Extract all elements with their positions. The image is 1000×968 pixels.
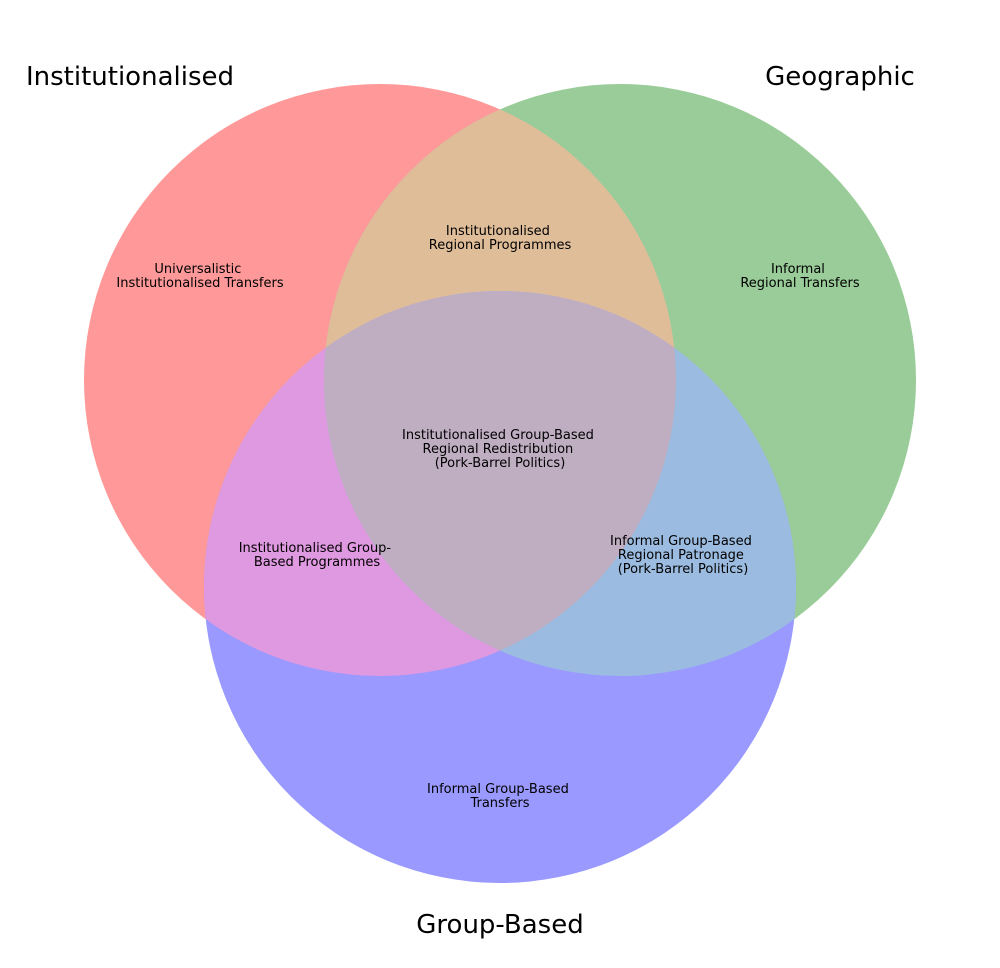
region-label-group-based-only: Informal Group-Based Transfers	[427, 782, 573, 811]
region-label-institutionalised-only: Universalistic Institutionalised Transfe…	[116, 262, 283, 291]
region-label-geographic-only: Informal Regional Transfers	[740, 262, 859, 291]
region-label-geographic-group-based: Informal Group-Based Regional Patronage …	[610, 534, 756, 577]
set-title-institutionalised: Institutionalised	[26, 62, 234, 92]
all-three-overlap	[324, 291, 676, 676]
region-label-institutionalised-geographic: Institutionalised Regional Programmes	[429, 224, 572, 253]
region-label-institutionalised-group-based: Institutionalised Group- Based Programme…	[239, 541, 396, 570]
set-title-geographic: Geographic	[765, 62, 915, 92]
set-title-group-based: Group-Based	[416, 910, 583, 940]
region-label-all-three: Institutionalised Group-Based Regional R…	[402, 428, 598, 471]
